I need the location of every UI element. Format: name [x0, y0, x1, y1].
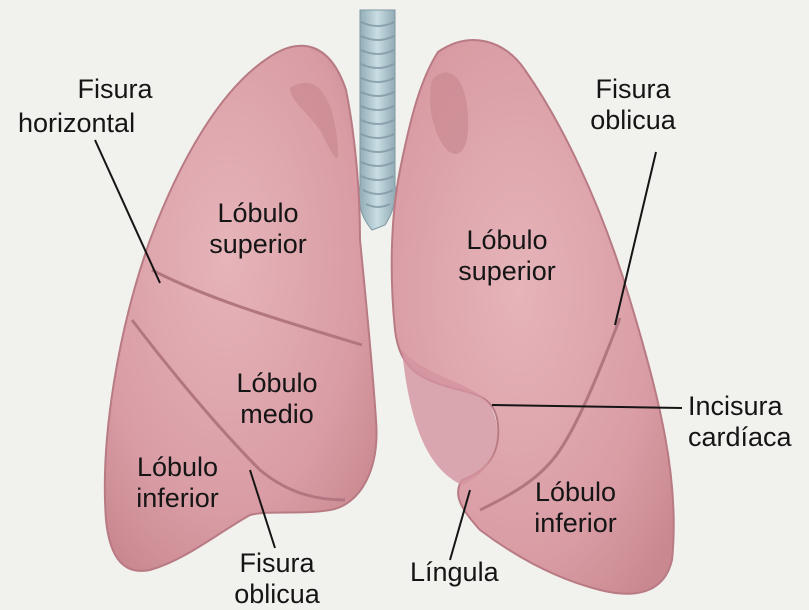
label-line: Fisura: [60, 74, 170, 105]
label-line: inferior: [120, 483, 235, 514]
label-fisura-horizontal-2: horizontal: [18, 108, 135, 139]
label-line: Incisura: [688, 391, 792, 422]
label-line: Língula: [410, 557, 499, 588]
label-line: oblicua: [222, 579, 332, 610]
label-line: Lóbulo: [518, 477, 633, 508]
label-lobulo-medio: Lóbulo medio: [222, 368, 332, 430]
label-line: Lóbulo: [120, 452, 235, 483]
label-line: superior: [198, 229, 318, 260]
label-line: Fisura: [222, 548, 332, 579]
label-fisura-oblicua-right: Fisura oblicua: [578, 74, 688, 136]
label-fisura-horizontal: Fisura: [60, 74, 170, 105]
label-lobulo-superior-left: Lóbulo superior: [198, 198, 318, 260]
label-lobulo-inferior-left: Lóbulo inferior: [120, 452, 235, 514]
trachea: [359, 10, 396, 230]
label-fisura-oblicua-bottom: Fisura oblicua: [222, 548, 332, 610]
label-line: Lóbulo: [222, 368, 332, 399]
label-line: cardíaca: [688, 422, 792, 453]
label-line: horizontal: [18, 108, 135, 139]
label-line: medio: [222, 399, 332, 430]
label-line: Lóbulo: [442, 225, 572, 256]
label-line: oblicua: [578, 105, 688, 136]
label-incisura-cardiaca: Incisura cardíaca: [688, 391, 792, 453]
label-lingula: Língula: [410, 557, 499, 588]
label-line: inferior: [518, 508, 633, 539]
label-line: superior: [442, 256, 572, 287]
label-lobulo-superior-right: Lóbulo superior: [442, 225, 572, 287]
leader-fisura-horizontal: [95, 140, 160, 283]
label-line: Fisura: [578, 74, 688, 105]
leader-fisura-oblicua-right: [615, 152, 656, 325]
label-lobulo-inferior-right: Lóbulo inferior: [518, 477, 633, 539]
label-line: Lóbulo: [198, 198, 318, 229]
